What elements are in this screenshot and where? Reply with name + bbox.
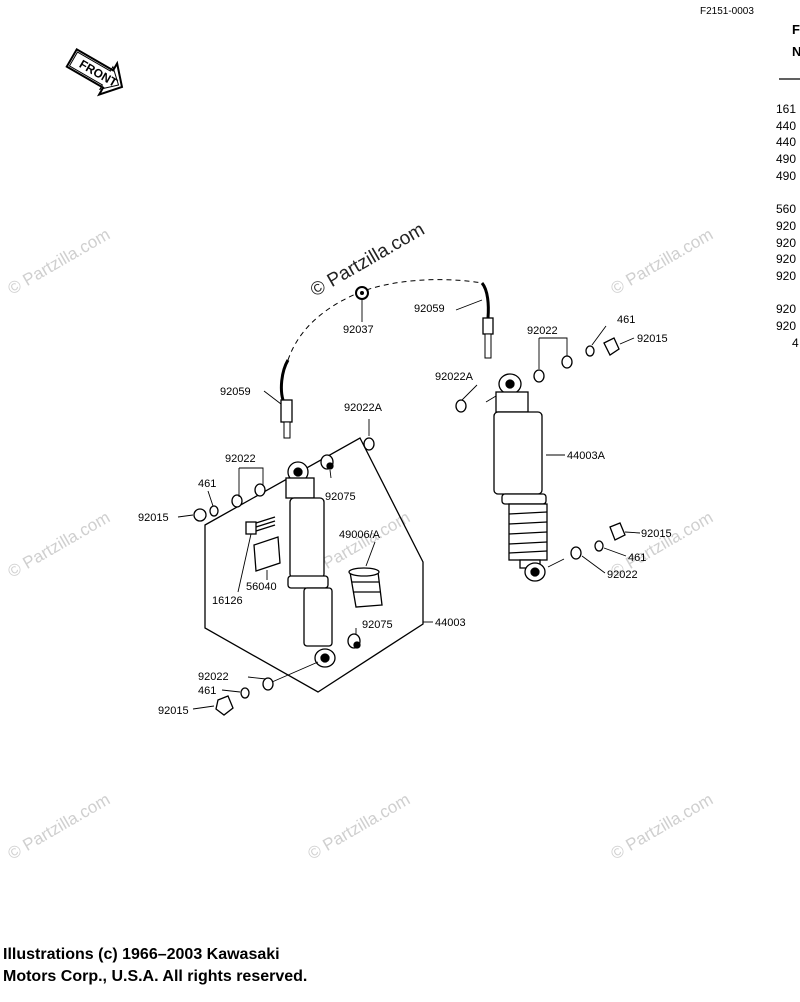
part-number: 920 <box>776 235 797 250</box>
callout-461-left-bottom: 461 <box>198 685 216 697</box>
callout-92022A-left: 92022A <box>344 402 383 414</box>
left-shock-absorber <box>285 461 336 668</box>
part-number: 440 <box>776 135 797 150</box>
callout-461-right-bottom: 461 <box>628 552 646 564</box>
watermark: © Partzilla.com <box>5 225 114 299</box>
callout-16126: 16126 <box>212 595 243 607</box>
leader-lines <box>177 299 641 710</box>
part-number-gap <box>776 185 799 202</box>
callout-92059-left: 92059 <box>220 386 251 398</box>
part-number-column: 161 440 440 490 490 560 920 920 920 920 … <box>776 101 799 352</box>
front-arrow-icon: FRONT <box>65 47 124 97</box>
callout-92059-right: 92059 <box>414 303 445 315</box>
part-number: 490 <box>776 168 797 183</box>
right-shock-absorber <box>493 373 548 582</box>
part-number: 920 <box>776 218 797 233</box>
callout-44003A: 44003A <box>567 450 606 462</box>
watermark: © Partzilla.com <box>305 790 414 864</box>
callout-92022-left-bottom: 92022 <box>198 671 229 683</box>
callout-92022A-right: 92022A <box>435 371 474 383</box>
callout-461-right-top: 461 <box>617 314 635 326</box>
watermark: © Partzilla.com <box>5 508 114 582</box>
header-fragment: N <box>792 44 800 59</box>
callout-461-left-top: 461 <box>198 478 216 490</box>
washers-left <box>193 437 375 716</box>
part-number: 440 <box>776 118 797 133</box>
callout-92015-left-top: 92015 <box>138 512 169 524</box>
collar <box>320 454 361 649</box>
callout-92015-left-bottom: 92015 <box>158 705 189 717</box>
callouts: 92037 92059 92059 92022A 92022 461 92015… <box>138 303 672 717</box>
air-hose <box>279 279 494 439</box>
callout-56040: 56040 <box>246 581 277 593</box>
bump-stop <box>348 567 383 608</box>
callout-92075-top: 92075 <box>325 491 356 503</box>
part-number: 920 <box>776 252 797 267</box>
part-number: 161 <box>776 102 797 116</box>
washers-right <box>455 337 626 560</box>
callout-92037: 92037 <box>343 324 374 336</box>
callout-44003: 44003 <box>435 617 466 629</box>
part-number: 920 <box>776 269 797 284</box>
header-fragment: F <box>792 22 800 37</box>
watermarks: © Partzilla.com © Partzilla.com © Partzi… <box>5 219 717 863</box>
watermark: © Partzilla.com <box>608 225 717 299</box>
bolt <box>245 516 276 535</box>
watermark: © Partzilla.com <box>5 790 114 864</box>
part-number: 920 <box>776 302 797 317</box>
warning-label <box>253 536 281 572</box>
callout-92022-right-top: 92022 <box>527 325 558 337</box>
callout-92022-right-bottom: 92022 <box>607 569 638 581</box>
diagram-code: F2151-0003 <box>700 6 754 17</box>
callout-92015-right-top: 92015 <box>637 333 668 345</box>
watermark: © Partzilla.com <box>608 790 717 864</box>
part-number-gap <box>776 285 799 302</box>
callout-49006A: 49006/A <box>339 529 381 541</box>
callout-92022-left-top: 92022 <box>225 453 256 465</box>
hose-clamp <box>355 286 369 300</box>
assembly-box <box>204 437 424 693</box>
part-number: 920 <box>776 319 797 334</box>
part-number: 490 <box>776 152 797 167</box>
part-number: 560 <box>776 202 797 217</box>
callout-92015-right-bottom: 92015 <box>641 528 672 540</box>
callout-92075-bottom: 92075 <box>362 619 393 631</box>
copyright-notice: Illustrations (c) 1966–2003 Kawasaki Mot… <box>3 946 308 985</box>
part-number: 4 <box>792 335 799 350</box>
